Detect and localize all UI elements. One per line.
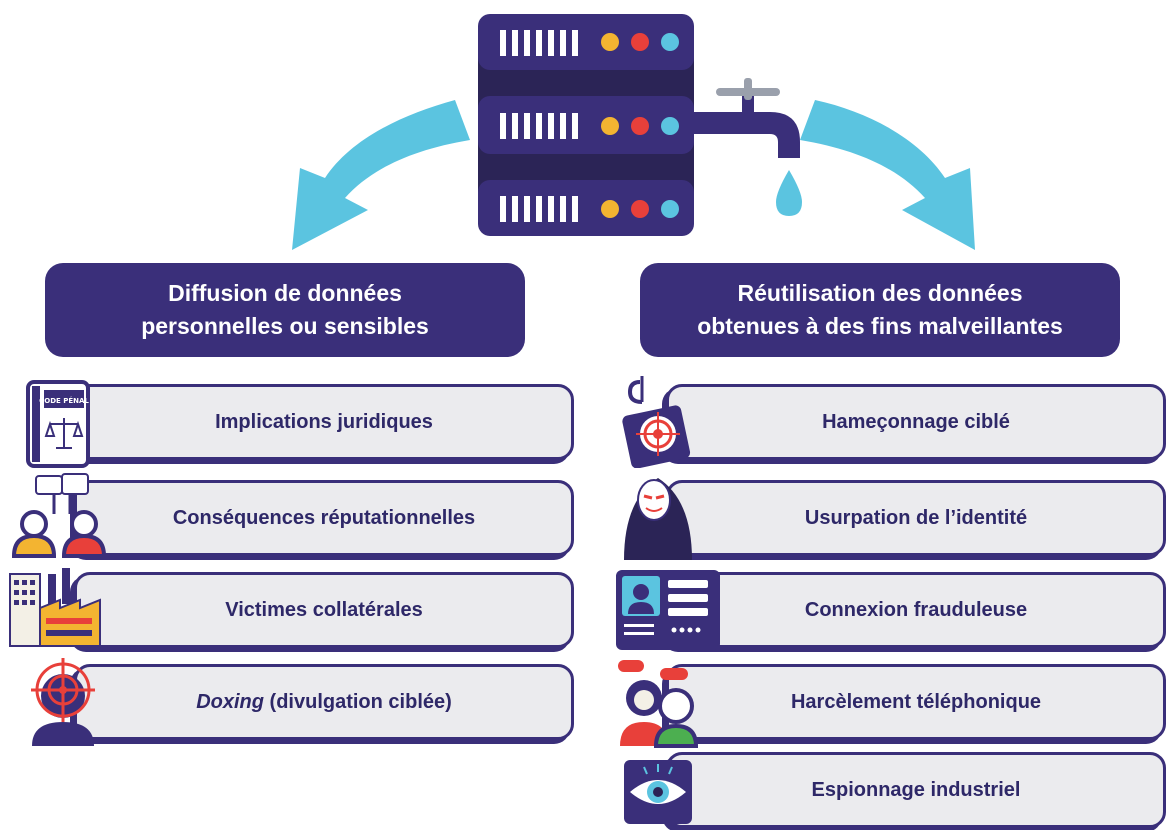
left-item-reputation: Conséquences réputationnelles: [74, 480, 574, 556]
code-penal-book-icon: CODE PÉNAL: [26, 380, 90, 468]
right-header-line2: obtenues à des fins malveillantes: [697, 313, 1063, 339]
left-curved-arrow-icon: [292, 100, 470, 250]
left-column-header: Diffusion de données personnelles ou sen…: [45, 263, 525, 357]
right-item-phishing: Hameçonnage ciblé: [666, 384, 1166, 460]
item-label: Connexion frauduleuse: [804, 598, 1028, 621]
book-cover-label: CODE PÉNAL: [39, 396, 89, 405]
people-speech-icon: [11, 473, 107, 558]
right-column-header: Réutilisation des données obtenues à des…: [640, 263, 1120, 357]
left-item-doxing: Doxing (divulgation ciblée): [74, 664, 574, 740]
left-header-line1: Diffusion de données: [168, 280, 402, 306]
item-label: Conséquences réputationnelles: [172, 506, 476, 529]
water-tap-icon: [694, 78, 802, 216]
id-card-login-icon: [616, 570, 720, 650]
factory-buildings-icon: [9, 568, 101, 647]
server-leak-illustration: [292, 14, 975, 250]
target-person-icon: [31, 658, 95, 746]
masked-hacker-icon: [624, 478, 692, 560]
left-item-implications: Implications juridiques: [74, 384, 574, 460]
right-header-line1: Réutilisation des données: [737, 280, 1023, 306]
left-item-collateral: Victimes collatérales: [74, 572, 574, 648]
phone-harassment-icon: [618, 660, 699, 748]
right-item-spying: Espionnage industriel: [666, 752, 1166, 828]
item-label-rest: (divulgation ciblée): [263, 690, 452, 713]
right-item-identity: Usurpation de l’identité: [666, 480, 1166, 556]
eye-icon: [624, 760, 692, 824]
right-curved-arrow-icon: [800, 100, 975, 250]
item-label: Victimes collatérales: [225, 598, 423, 621]
server-icon: [478, 14, 694, 236]
phishing-hook-icon: [622, 376, 691, 468]
item-label: Espionnage industriel: [811, 778, 1021, 801]
left-header-line2: personnelles ou sensibles: [141, 313, 429, 339]
item-label: Implications juridiques: [215, 410, 433, 433]
right-item-phone: Harcèlement téléphonique: [666, 664, 1166, 740]
item-label: Usurpation de l’identité: [804, 506, 1028, 529]
right-item-login: Connexion frauduleuse: [666, 572, 1166, 648]
item-label-em: Doxing: [196, 690, 264, 713]
item-label: Harcèlement téléphonique: [790, 690, 1042, 713]
item-label: Hameçonnage ciblé: [822, 410, 1010, 433]
